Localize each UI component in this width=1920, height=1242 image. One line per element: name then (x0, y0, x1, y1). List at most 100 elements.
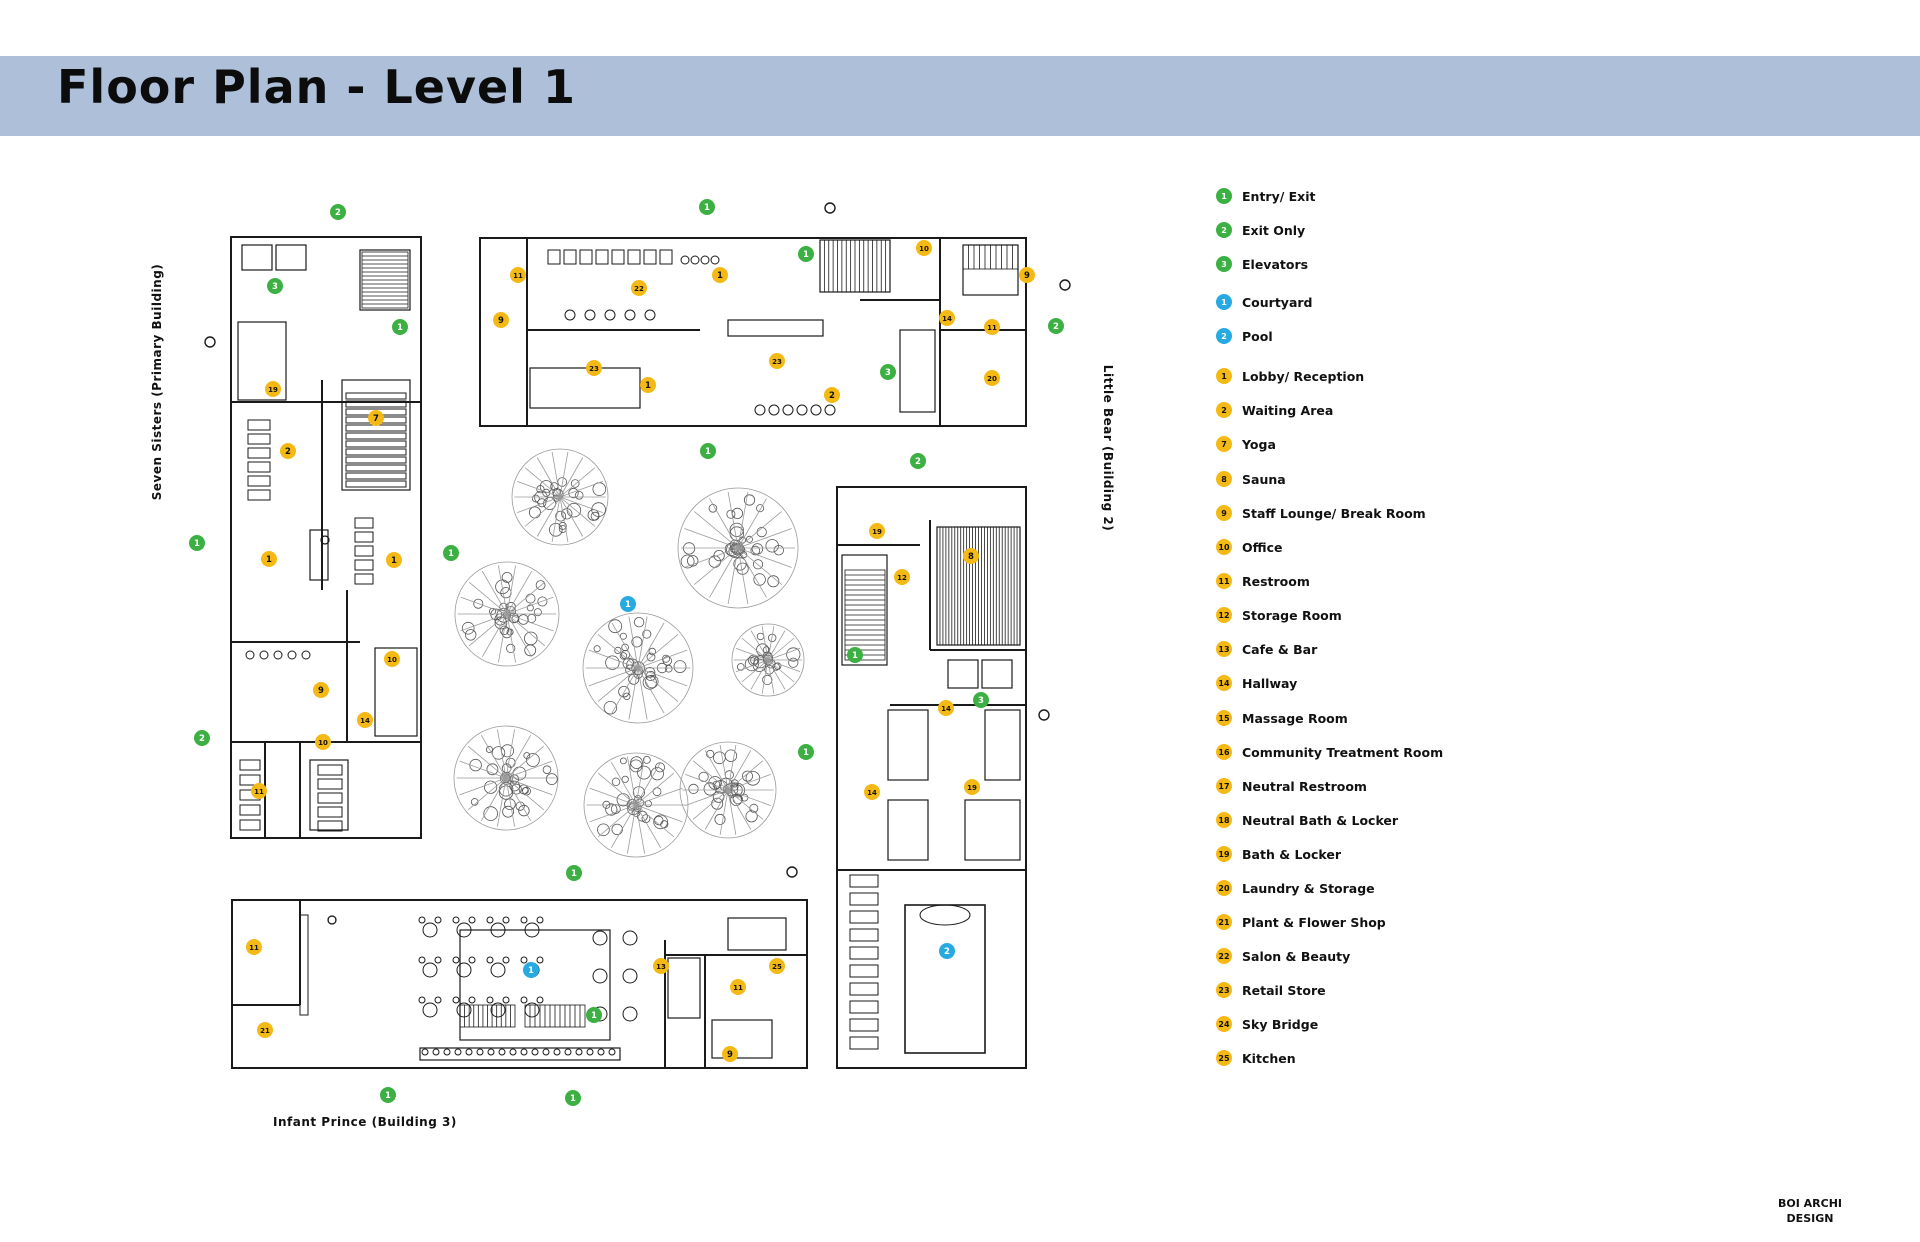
legend-label: Lobby/ Reception (1242, 368, 1365, 384)
marker-dot (712, 267, 728, 283)
table (622, 930, 638, 946)
furniture-item (345, 456, 407, 464)
marker-yellow: 14 (864, 784, 880, 800)
legend-item: 13 Cafe & Bar (1216, 639, 1317, 659)
furniture-item (849, 910, 879, 924)
chair (487, 1048, 495, 1056)
marker-green: 1 (700, 443, 716, 459)
chair (509, 1048, 517, 1056)
marker-dot (984, 370, 1000, 386)
chair (259, 650, 269, 660)
tree-cluster (731, 623, 805, 697)
legend-dot: 21 (1216, 914, 1232, 930)
building-label-infant-prince: Infant Prince (Building 3) (273, 1115, 457, 1129)
marker-dot (566, 865, 582, 881)
legend-label: Neutral Restroom (1242, 778, 1367, 794)
table (456, 1002, 472, 1018)
table (524, 922, 540, 938)
legend-label: Elevators (1242, 256, 1309, 272)
marker-number: 1 (645, 381, 651, 391)
marker-dot (964, 779, 980, 795)
furniture-item (849, 982, 879, 996)
legend-dot: 22 (1216, 948, 1232, 964)
legend-label: Sauna (1242, 471, 1286, 487)
furniture-item (345, 464, 407, 472)
chair (486, 916, 494, 924)
marker-number: 2 (915, 457, 921, 467)
furniture-item (659, 249, 673, 265)
marker-number: 22 (634, 285, 644, 293)
furniture-item (247, 419, 271, 431)
chair (584, 309, 596, 321)
chair (434, 996, 442, 1004)
marker-yellow: 20 (984, 370, 1000, 386)
marker-dot (640, 377, 656, 393)
legend-label: Community Treatment Room (1242, 744, 1444, 760)
marker-number: 1 (852, 651, 858, 661)
furniture-symbols (239, 249, 971, 1056)
marker-number: 9 (318, 686, 324, 696)
marker-dot (261, 551, 277, 567)
table (622, 968, 638, 984)
chair (536, 916, 544, 924)
marker-dot (699, 199, 715, 215)
furniture-item (643, 249, 657, 265)
marker-yellow: 22 (631, 280, 647, 296)
marker-green: 1 (392, 319, 408, 335)
chair (520, 956, 528, 964)
legend-label: Exit Only (1242, 222, 1306, 238)
marker-number: 1 (391, 556, 397, 566)
marker-number: 1 (705, 447, 711, 457)
legend-dot: 13 (1216, 641, 1232, 657)
marker-dot (194, 730, 210, 746)
furniture-item (849, 1036, 879, 1050)
marker-yellow: 9 (313, 682, 329, 698)
marker-green: 3 (267, 278, 283, 294)
marker-number: 10 (318, 739, 328, 747)
marker-dot (910, 453, 926, 469)
marker-number: 19 (872, 528, 882, 536)
chair (245, 650, 255, 660)
marker-number: 2 (335, 208, 341, 218)
legend-label: Kitchen (1242, 1050, 1296, 1066)
marker-dot (653, 958, 669, 974)
marker-number: 3 (272, 282, 278, 292)
legend-label: Cafe & Bar (1242, 641, 1318, 657)
marker-dot (265, 381, 281, 397)
furniture-item (247, 447, 271, 459)
chair (320, 535, 330, 545)
marker-green: 3 (880, 364, 896, 380)
marker-green: 3 (973, 692, 989, 708)
furniture-item (345, 448, 407, 456)
legend-label: Entry/ Exit (1242, 188, 1316, 204)
chair (810, 404, 822, 416)
marker-number: 1 (570, 1094, 576, 1104)
marker-number: 7 (373, 414, 379, 424)
furniture-item (345, 432, 407, 440)
marker-number: 2 (199, 734, 205, 744)
marker-yellow: 11 (251, 783, 267, 799)
marker-dot (1019, 267, 1035, 283)
furniture-item (849, 928, 879, 942)
marker-dot (280, 443, 296, 459)
marker-dot (386, 552, 402, 568)
marker-number: 8 (968, 552, 974, 562)
marker-green: 2 (330, 204, 346, 220)
stair (962, 244, 1019, 270)
furniture-item (849, 946, 879, 960)
furniture-item (247, 461, 271, 473)
marker-number: 1 (803, 250, 809, 260)
building-label-seven-sisters: Seven Sisters (Primary Building) (150, 263, 164, 501)
marker-number: 11 (513, 272, 523, 280)
credit-line-1: BOI ARCHI (1777, 1197, 1842, 1210)
marker-number: 21 (260, 1027, 270, 1035)
marker-green: 2 (910, 453, 926, 469)
furniture-item (239, 819, 261, 831)
marker-yellow: 1 (640, 377, 656, 393)
marker-dot (984, 319, 1000, 335)
stair-hatching (361, 239, 1021, 1028)
chair (575, 1048, 583, 1056)
